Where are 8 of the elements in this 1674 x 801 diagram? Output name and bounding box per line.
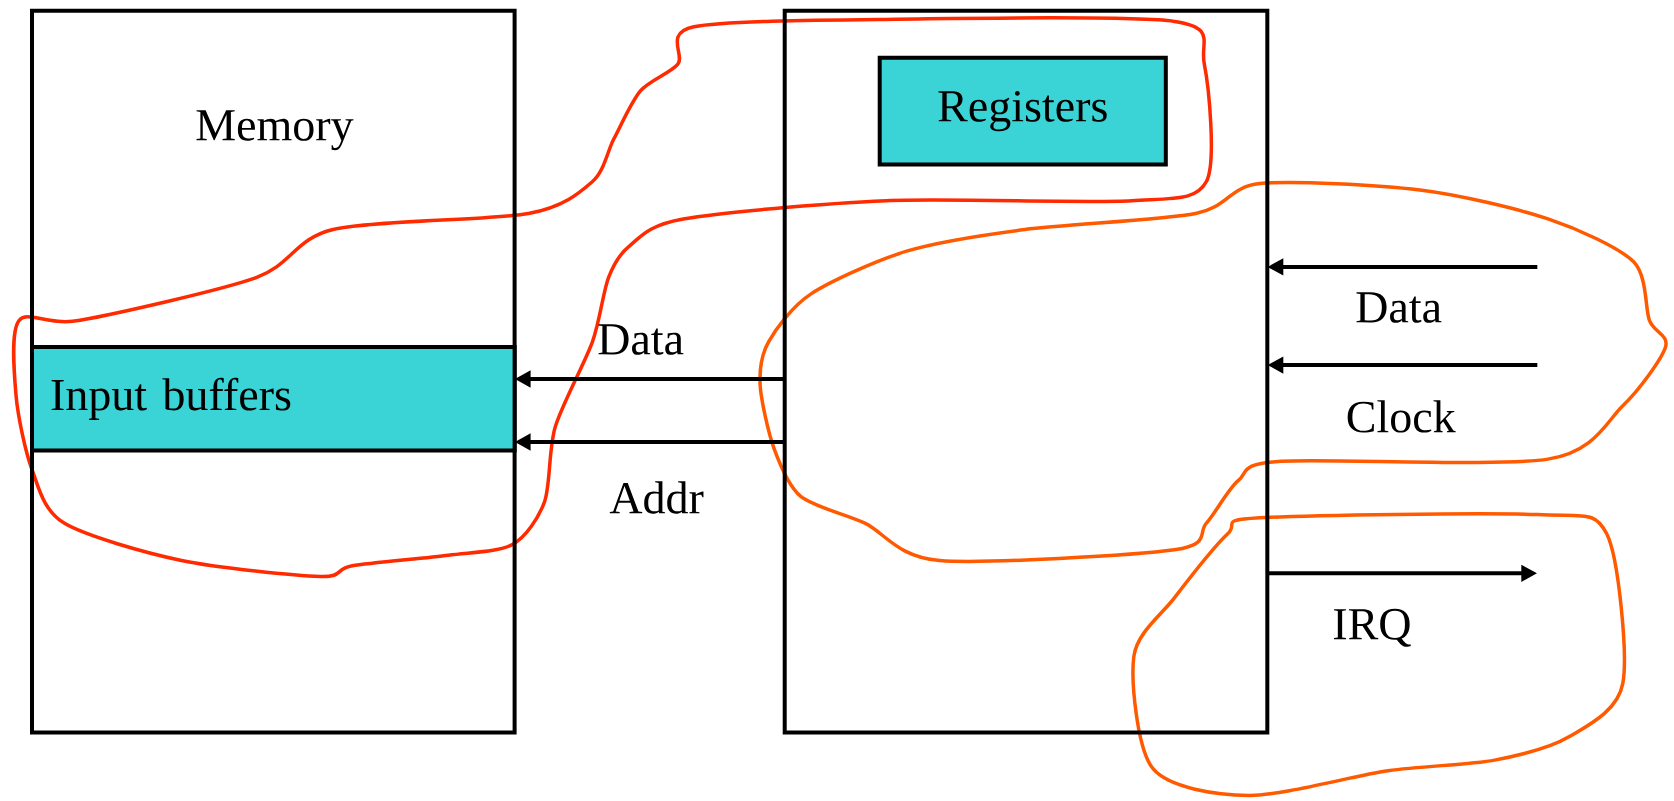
edge-label: Addr	[609, 481, 704, 514]
register-box: Registers	[877, 55, 1168, 167]
edge-label: Data	[1356, 292, 1442, 323]
device-box	[782, 8, 1270, 735]
buffer-band: Input buffers	[30, 345, 517, 453]
edge-label: Data	[598, 324, 684, 355]
edge-label: Clock	[1347, 400, 1456, 433]
edge-label: IRQ	[1333, 608, 1411, 647]
